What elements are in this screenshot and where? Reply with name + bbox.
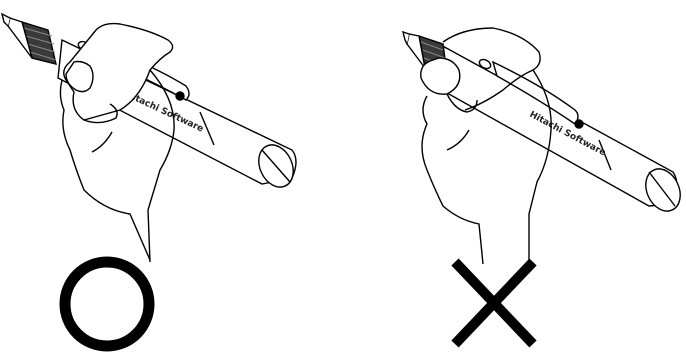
panel-correct-grip: Hitachi Software <box>0 0 343 355</box>
index-finger-tip <box>421 58 460 94</box>
hand-wrist <box>422 96 483 264</box>
panel-incorrect-grip: Hitachi Software <box>343 0 686 355</box>
correct-circle-icon <box>65 262 149 346</box>
hand-drawing <box>60 24 174 262</box>
pen-indicator-dot <box>176 92 184 100</box>
incorrect-cross-icon <box>455 262 533 344</box>
pen-indicator-dot <box>575 120 583 128</box>
correct-grip-illustration: Hitachi Software <box>0 0 343 355</box>
incorrect-grip-illustration: Hitachi Software <box>343 0 686 355</box>
